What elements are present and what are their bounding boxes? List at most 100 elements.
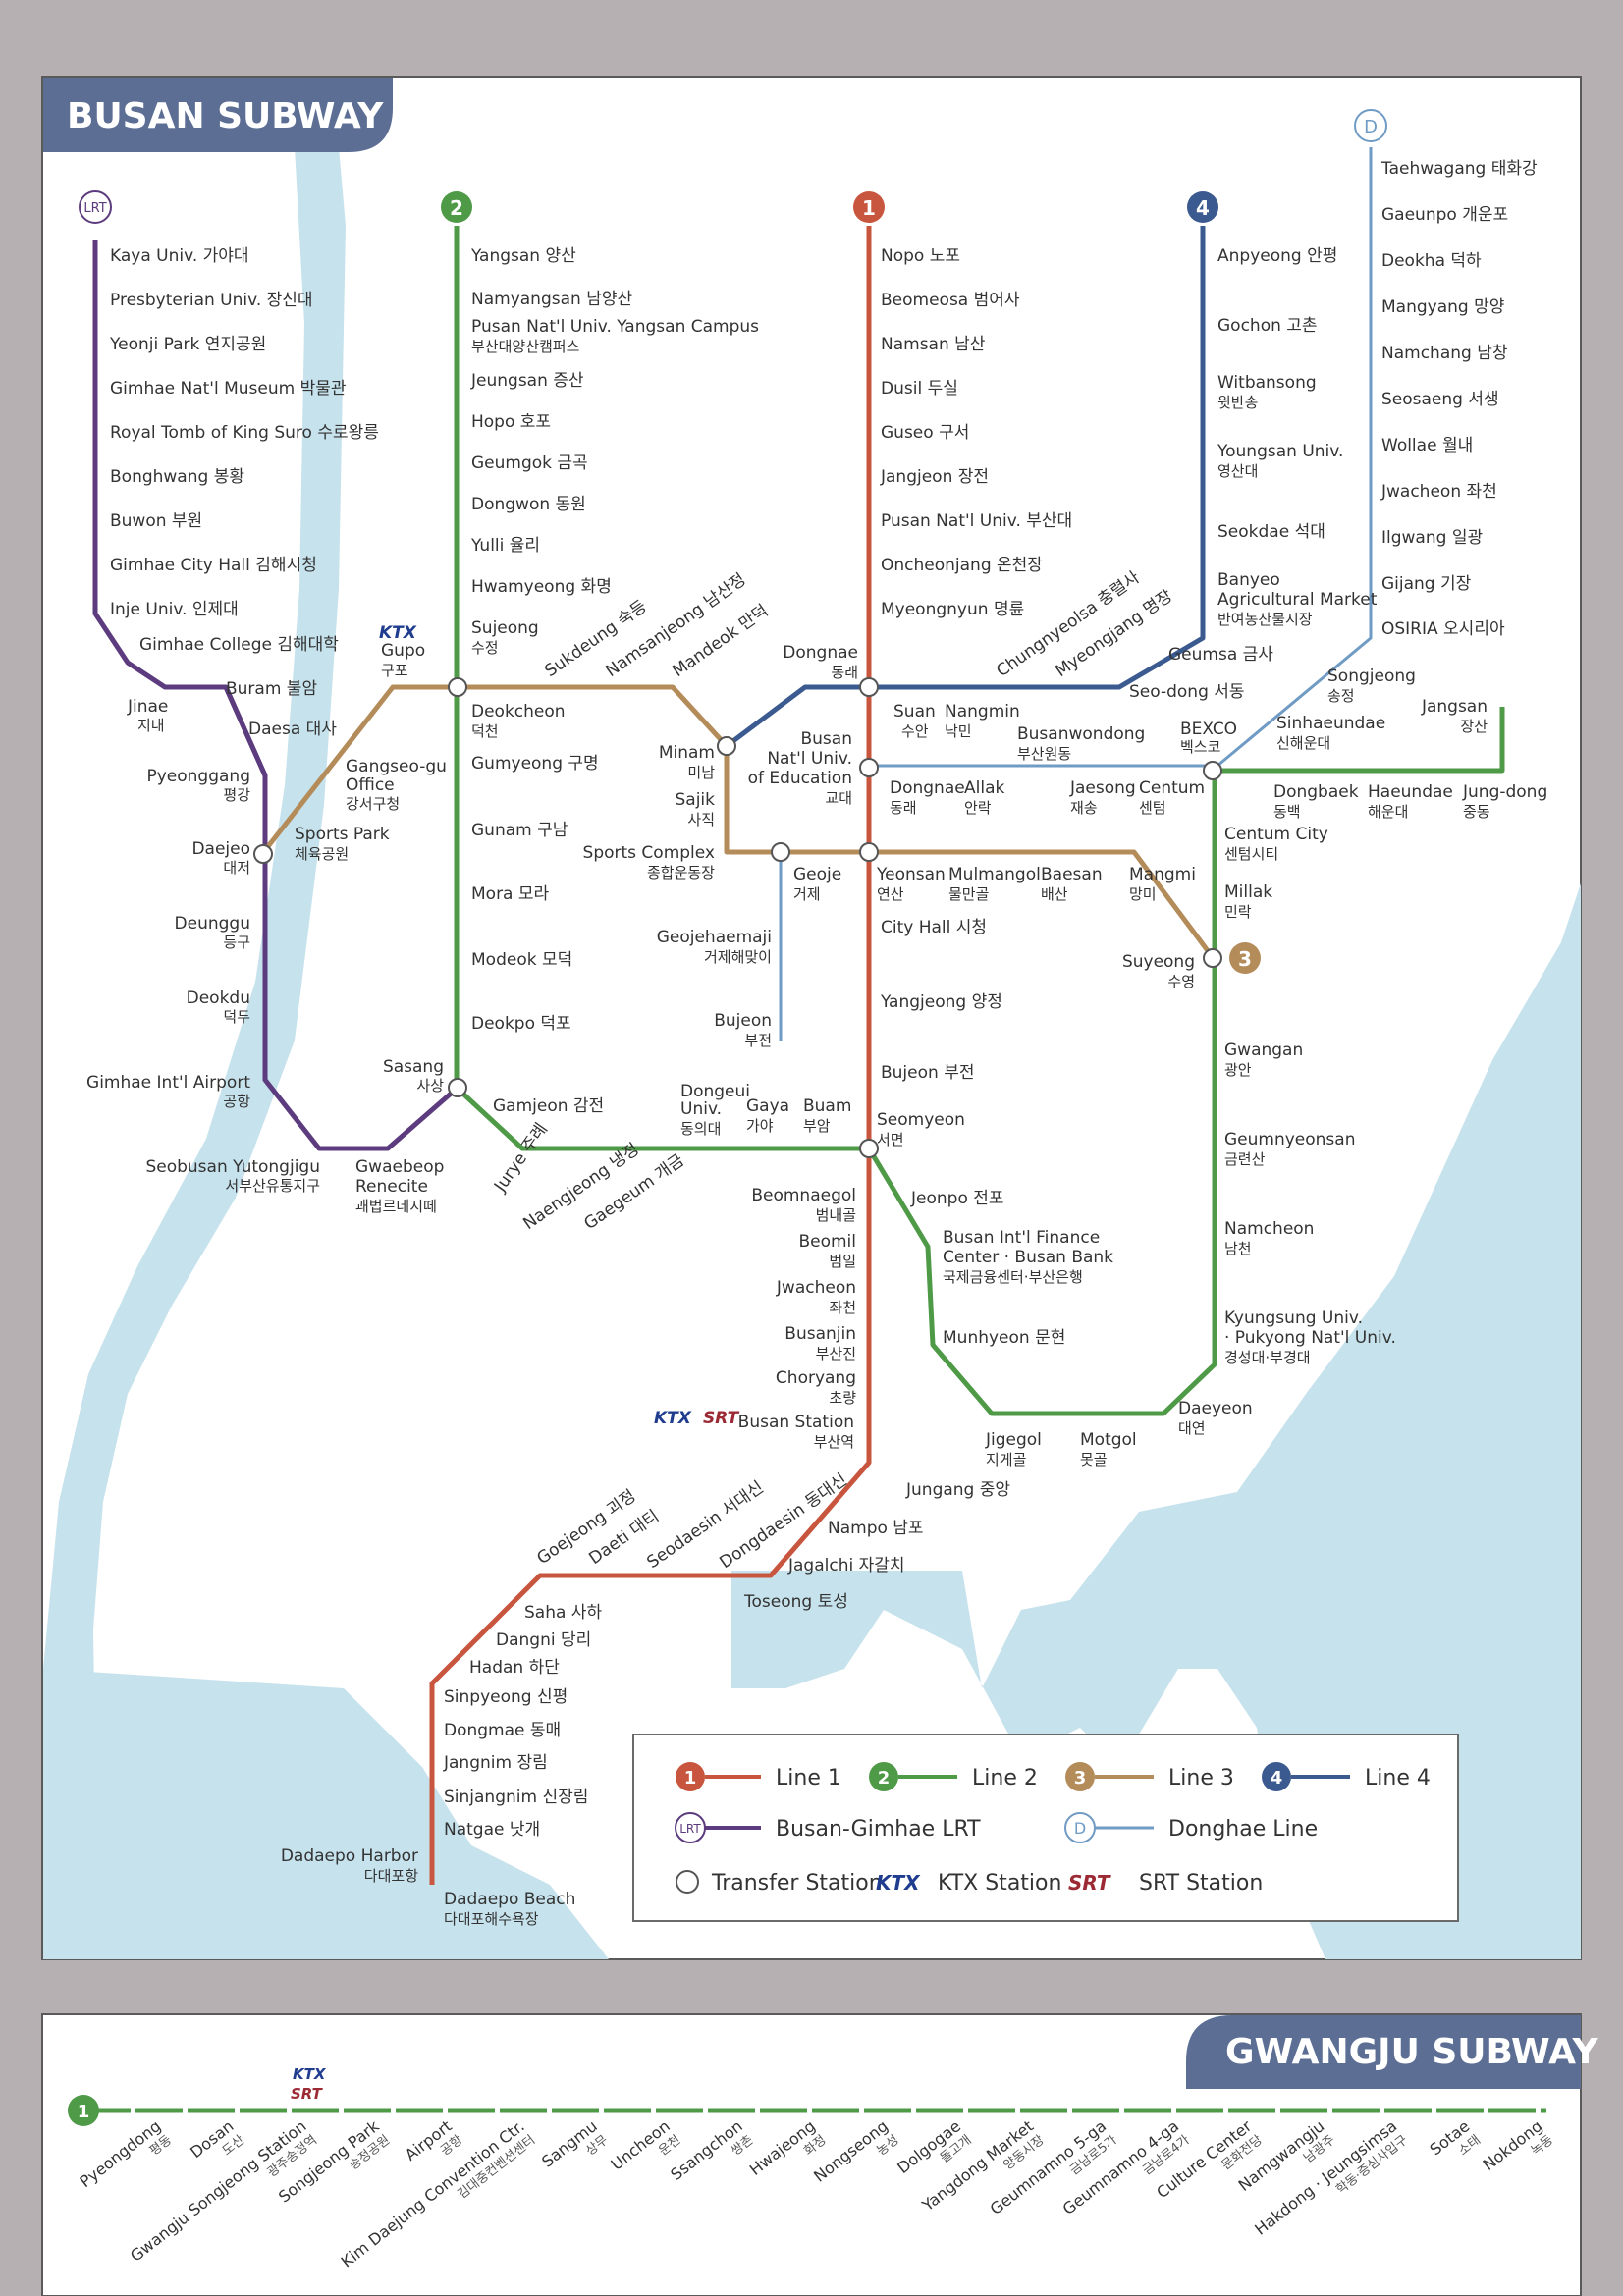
station-seobusan-en[interactable]: Seobusan Yutongjigu <box>145 1157 320 1177</box>
station-sinjangnim[interactable]: Sinjangnim 신장림 <box>444 1788 588 1807</box>
station-edu-en[interactable]: Busan <box>801 729 853 749</box>
transfer-geoje[interactable] <box>771 842 790 862</box>
station-myeongnyun[interactable]: Myeongnyun 명륜 <box>881 600 1024 619</box>
station-dongnae-d-en[interactable]: Dongnae <box>890 778 965 798</box>
station-dongbaek-en[interactable]: Dongbaek <box>1273 782 1359 802</box>
station-ilgwang[interactable]: Ilgwang 일광 <box>1381 528 1483 548</box>
station-deokpo[interactable]: Deokpo 덕포 <box>471 1014 571 1034</box>
station-bifc-en[interactable]: Busan Int'l Finance <box>943 1228 1100 1248</box>
station-sportspark-en[interactable]: Sports Park <box>295 825 390 844</box>
station-suan-en[interactable]: Suan <box>893 702 936 721</box>
station-banyeo-en[interactable]: Banyeo <box>1217 570 1280 590</box>
station-suro[interactable]: Royal Tomb of King Suro 수로왕릉 <box>110 423 379 443</box>
station-airport-en[interactable]: Gimhae Int'l Airport <box>86 1073 250 1093</box>
station-oncheonjang[interactable]: Oncheonjang 온천장 <box>881 556 1043 575</box>
station-namcheon-en[interactable]: Namcheon <box>1224 1219 1314 1239</box>
station-centum-en[interactable]: Centum <box>1139 778 1205 798</box>
station-buam-en[interactable]: Buam <box>803 1096 851 1116</box>
station-seomyeon-en[interactable]: Seomyeon <box>877 1110 965 1130</box>
station-wollae[interactable]: Wollae 월내 <box>1381 436 1473 455</box>
station-jangjeon[interactable]: Jangjeon 장전 <box>880 467 989 487</box>
transfer-deokcheon[interactable] <box>448 677 467 697</box>
station-hwamyeong[interactable]: Hwamyeong 화명 <box>471 577 612 597</box>
station-jaesong-en[interactable]: Jaesong <box>1069 778 1136 798</box>
station-dadaepo-harbor-en[interactable]: Dadaepo Harbor <box>281 1846 418 1866</box>
station-pyeonggang-en[interactable]: Pyeonggang <box>146 767 250 786</box>
station-sasang-en[interactable]: Sasang <box>383 1057 444 1077</box>
station-gijang[interactable]: Gijang 기장 <box>1381 574 1472 594</box>
station-pusan-univ[interactable]: Pusan Nat'l Univ. 부산대 <box>881 511 1072 531</box>
station-munhyeon[interactable]: Munhyeon 문현 <box>943 1328 1065 1348</box>
station-bexco-en[interactable]: BEXCO <box>1180 720 1237 739</box>
station-seodong[interactable]: Seo-dong 서동 <box>1129 682 1245 702</box>
station-songjeong-en[interactable]: Songjeong <box>1327 667 1416 686</box>
station-gamjeon[interactable]: Gamjeon 감전 <box>493 1096 604 1116</box>
station-bujeon-d-en[interactable]: Bujeon <box>714 1011 772 1031</box>
station-jeonpo[interactable]: Jeonpo 전포 <box>910 1189 1004 1208</box>
station-mangyang[interactable]: Mangyang 망양 <box>1381 297 1504 317</box>
station-saha[interactable]: Saha 사하 <box>524 1603 602 1623</box>
station-busanwondong-en[interactable]: Busanwondong <box>1017 724 1145 744</box>
station-deokha[interactable]: Deokha 덕하 <box>1381 251 1482 271</box>
station-nopo[interactable]: Nopo 노포 <box>881 246 960 266</box>
station-gimhae-college[interactable]: Gimhae College 김해대학 <box>139 635 339 655</box>
station-busanstation-en[interactable]: Busan Station <box>738 1413 854 1432</box>
station-dongeui-en[interactable]: Dongeui <box>680 1082 750 1101</box>
station-gumyeong[interactable]: Gumyeong 구명 <box>471 754 599 774</box>
station-kaya[interactable]: Kaya Univ. 가야대 <box>110 246 249 266</box>
station-sinpyeong[interactable]: Sinpyeong 신평 <box>444 1687 568 1707</box>
station-jungang[interactable]: Jungang 중앙 <box>905 1480 1010 1500</box>
station-seokdae[interactable]: Seokdae 석대 <box>1217 522 1325 542</box>
station-namyangsan[interactable]: Namyangsan 남양산 <box>471 290 632 309</box>
station-minam-en[interactable]: Minam <box>659 743 715 763</box>
station-daejeo-en[interactable]: Daejeo <box>191 839 250 859</box>
station-yeonji[interactable]: Yeonji Park 연지공원 <box>109 335 266 354</box>
station-gangseo-en[interactable]: Gangseo-gu <box>346 757 447 776</box>
station-inje[interactable]: Inje Univ. 인제대 <box>110 600 239 619</box>
transfer-dongnae[interactable] <box>859 677 879 697</box>
station-jwacheon-d[interactable]: Jwacheon 좌천 <box>1380 482 1497 502</box>
station-mangmi-en[interactable]: Mangmi <box>1129 865 1196 884</box>
station-bujeon[interactable]: Bujeon 부전 <box>881 1063 974 1083</box>
transfer-bexco[interactable] <box>1203 761 1222 780</box>
station-dongnae-en[interactable]: Dongnae <box>783 643 858 663</box>
station-beomnaegol-en[interactable]: Beomnaegol <box>751 1186 856 1205</box>
station-dongwon[interactable]: Dongwon 동원 <box>471 495 586 514</box>
station-hopo[interactable]: Hopo 호포 <box>471 412 551 432</box>
station-pusan-yangsan-en[interactable]: Pusan Nat'l Univ. Yangsan Campus <box>471 317 759 337</box>
station-sajik-en[interactable]: Sajik <box>676 790 716 810</box>
station-gunam[interactable]: Gunam 구남 <box>471 821 568 840</box>
station-jwacheon-en[interactable]: Jwacheon <box>776 1278 856 1298</box>
station-geumsa[interactable]: Geumsa 금사 <box>1168 645 1273 665</box>
station-nampo[interactable]: Nampo 남포 <box>828 1519 924 1538</box>
station-dangni[interactable]: Dangni 당리 <box>496 1630 591 1650</box>
transfer-suyeong[interactable] <box>1203 948 1222 968</box>
station-geoje-en[interactable]: Geoje <box>793 865 841 884</box>
station-buwon[interactable]: Buwon 부원 <box>110 511 202 531</box>
station-geumnyeonsan-en[interactable]: Geumnyeonsan <box>1224 1130 1356 1149</box>
station-daeyeon-en[interactable]: Daeyeon <box>1178 1399 1253 1418</box>
transfer-education[interactable] <box>859 758 879 777</box>
station-jinae-en[interactable]: Jinae <box>127 697 168 717</box>
station-jigegol-en[interactable]: Jigegol <box>985 1430 1042 1450</box>
station-witbansong-en[interactable]: Witbansong <box>1217 373 1317 393</box>
station-jeungsan[interactable]: Jeungsan 증산 <box>470 371 584 391</box>
station-toseong[interactable]: Toseong 토성 <box>743 1592 848 1612</box>
station-anpyeong[interactable]: Anpyeong 안평 <box>1217 246 1337 266</box>
station-namchang[interactable]: Namchang 남창 <box>1381 344 1508 363</box>
station-gupo-en[interactable]: Gupo <box>381 641 425 661</box>
station-allak-en[interactable]: Allak <box>964 778 1004 798</box>
station-beomeosa[interactable]: Beomeosa 범어사 <box>881 291 1020 310</box>
station-seosaeng[interactable]: Seosaeng 서생 <box>1381 390 1499 409</box>
station-jangnim[interactable]: Jangnim 장림 <box>443 1753 548 1773</box>
station-gimhae-cityhall[interactable]: Gimhae City Hall 김해시청 <box>110 556 317 575</box>
station-centumcity-en[interactable]: Centum City <box>1224 825 1328 844</box>
station-taehwagang[interactable]: Taehwagang 태화강 <box>1380 159 1538 179</box>
station-gwangan-en[interactable]: Gwangan <box>1224 1041 1303 1060</box>
station-busanjin-en[interactable]: Busanjin <box>784 1324 856 1344</box>
station-nangmin-en[interactable]: Nangmin <box>945 702 1020 721</box>
station-dusil[interactable]: Dusil 두실 <box>881 379 958 399</box>
transfer-sasang[interactable] <box>448 1078 467 1097</box>
station-mulmangol-en[interactable]: Mulmangol <box>948 865 1041 884</box>
station-jagalchi[interactable]: Jagalchi 자갈치 <box>787 1556 905 1575</box>
